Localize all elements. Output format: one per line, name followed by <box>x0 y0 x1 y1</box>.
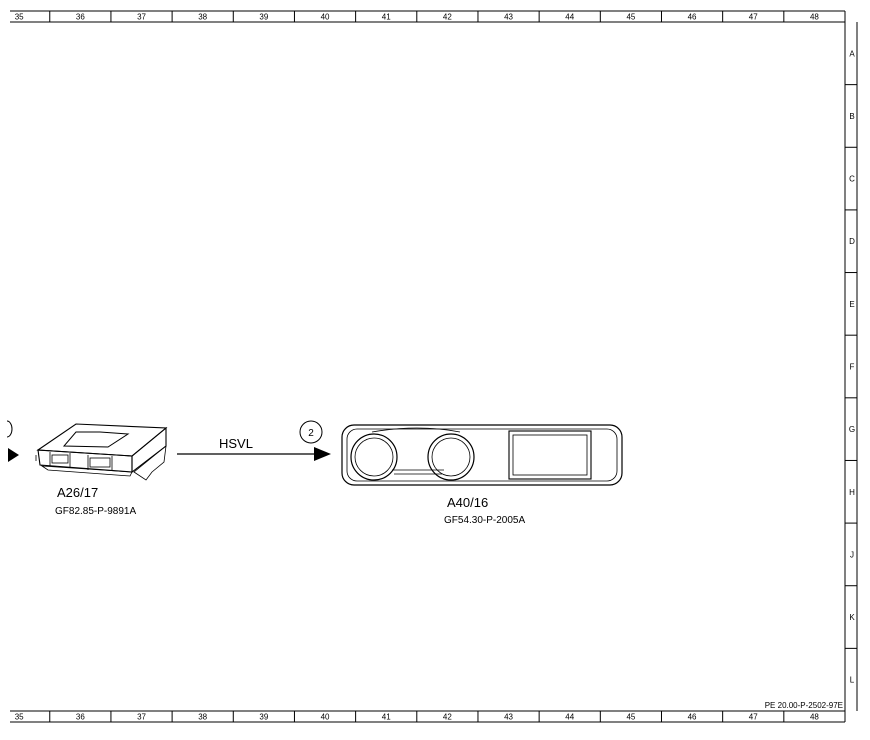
column-bottom-label: 37 <box>137 713 146 722</box>
label-a26-17: A26/17 <box>57 485 98 500</box>
column-bottom-label: 35 <box>15 713 24 722</box>
label-hsvl: HSVL <box>219 436 253 451</box>
column-ruler-top: 35 36 37 38 39 40 41 42 43 44 45 46 47 48 <box>15 11 819 22</box>
column-bottom-label: 36 <box>76 713 85 722</box>
marker-number: 2 <box>308 428 314 439</box>
label-a40-16: A40/16 <box>447 495 488 510</box>
row-label: C <box>849 175 855 184</box>
column-top-label: 48 <box>810 13 819 22</box>
column-ruler-bottom: 35 36 37 38 39 40 41 42 43 44 45 46 47 48 <box>15 711 819 722</box>
column-bottom-label: 46 <box>688 713 697 722</box>
column-top-label: 36 <box>76 13 85 22</box>
document-number: PE 20.00-P-2502-97E <box>765 701 843 710</box>
row-label: L <box>850 676 855 685</box>
row-label: A <box>849 49 855 58</box>
row-label: D <box>849 237 855 246</box>
column-top-label: 43 <box>504 13 513 22</box>
column-bottom-label: 44 <box>565 713 574 722</box>
column-bottom-label: 47 <box>749 713 758 722</box>
row-label: B <box>849 112 854 121</box>
column-bottom-label: 42 <box>443 713 452 722</box>
column-bottom-label: 48 <box>810 713 819 722</box>
partial-connector-arc <box>6 420 13 438</box>
row-label: E <box>849 300 854 309</box>
column-bottom-label: 39 <box>259 713 268 722</box>
column-bottom-label: 43 <box>504 713 513 722</box>
column-top-label: 38 <box>198 13 207 22</box>
row-ruler-right: A B C D E F G H J K L <box>845 49 857 685</box>
column-bottom-label: 45 <box>626 713 635 722</box>
row-label: G <box>849 425 855 434</box>
row-label: H <box>849 488 855 497</box>
column-top-label: 46 <box>688 13 697 22</box>
column-bottom-label: 41 <box>382 713 391 722</box>
instrument-cluster-a40-16 <box>341 424 623 486</box>
sheet-frame <box>10 10 858 723</box>
column-bottom-label: 40 <box>321 713 330 722</box>
column-top-label: 39 <box>259 13 268 22</box>
column-top-label: 42 <box>443 13 452 22</box>
row-label: J <box>850 550 854 559</box>
row-label: K <box>849 613 855 622</box>
column-top-label: 40 <box>321 13 330 22</box>
column-top-label: 47 <box>749 13 758 22</box>
incoming-arrow-head <box>8 448 19 462</box>
column-top-label: 35 <box>15 13 24 22</box>
signal-arrow-head <box>314 447 331 461</box>
column-top-label: 45 <box>626 13 635 22</box>
column-bottom-label: 38 <box>198 713 207 722</box>
column-top-label: 41 <box>382 13 391 22</box>
column-top-label: 44 <box>565 13 574 22</box>
control-module-a26-17 <box>35 423 168 481</box>
row-label: F <box>850 363 855 372</box>
marker-circle <box>299 420 323 444</box>
column-top-label: 37 <box>137 13 146 22</box>
label-gf82-85: GF82.85-P-9891A <box>55 506 136 517</box>
label-gf54-30: GF54.30-P-2005A <box>444 515 525 526</box>
